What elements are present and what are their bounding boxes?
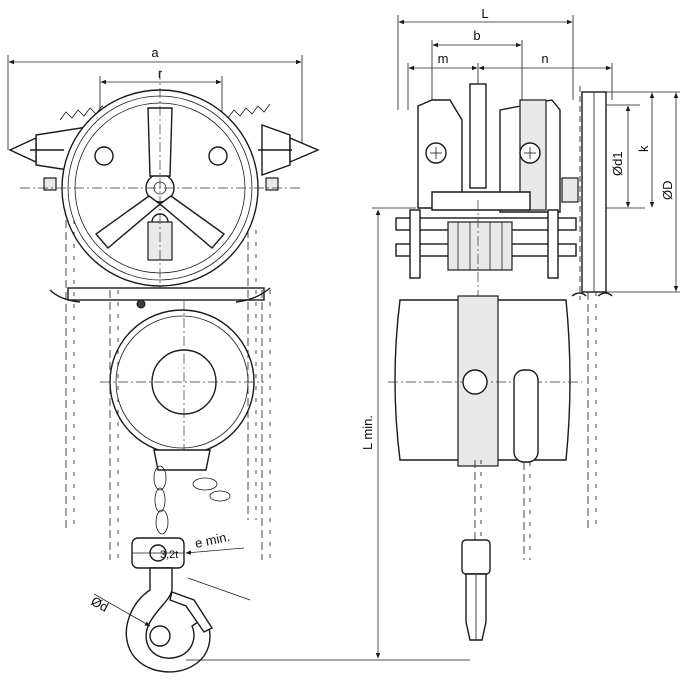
front-view: a r: [7, 45, 320, 673]
front-hand-chains: [65, 220, 271, 560]
side-view: L b m n: [186, 6, 680, 661]
dimension-e-min: [185, 547, 251, 601]
front-hook: [125, 567, 214, 673]
dimension-a: [7, 55, 303, 150]
chain-guide-bar: [49, 287, 271, 309]
label-L: L: [481, 6, 488, 21]
beam-section: [431, 83, 531, 211]
dimension-d1-k-D: [606, 91, 680, 293]
side-load-chain: [461, 460, 491, 641]
label-d: Ød: [89, 593, 111, 614]
label-e-min: e min.: [194, 529, 232, 551]
label-a: a: [151, 45, 159, 60]
dimension-d: [93, 593, 151, 627]
side-hoist-body: [388, 295, 582, 467]
front-hook-block: [131, 537, 185, 569]
side-hand-wheel: [561, 91, 607, 293]
label-D: ØD: [660, 181, 675, 201]
hoist-body: [100, 300, 264, 471]
dimension-L-min: [186, 207, 470, 661]
label-n: n: [541, 51, 548, 66]
dimension-m-n: [407, 63, 613, 110]
label-b: b: [473, 28, 480, 43]
front-load-chain: [153, 465, 231, 535]
side-lower-frame: [395, 209, 577, 279]
dimension-L: [397, 15, 574, 110]
side-hand-chains: [523, 86, 613, 560]
label-k: k: [636, 145, 651, 152]
load-mark: 3,2t: [160, 549, 178, 561]
label-L-min: L min.: [360, 415, 375, 450]
label-d1: Ød1: [610, 151, 625, 176]
label-m: m: [438, 51, 449, 66]
gear-teeth: [59, 103, 271, 121]
